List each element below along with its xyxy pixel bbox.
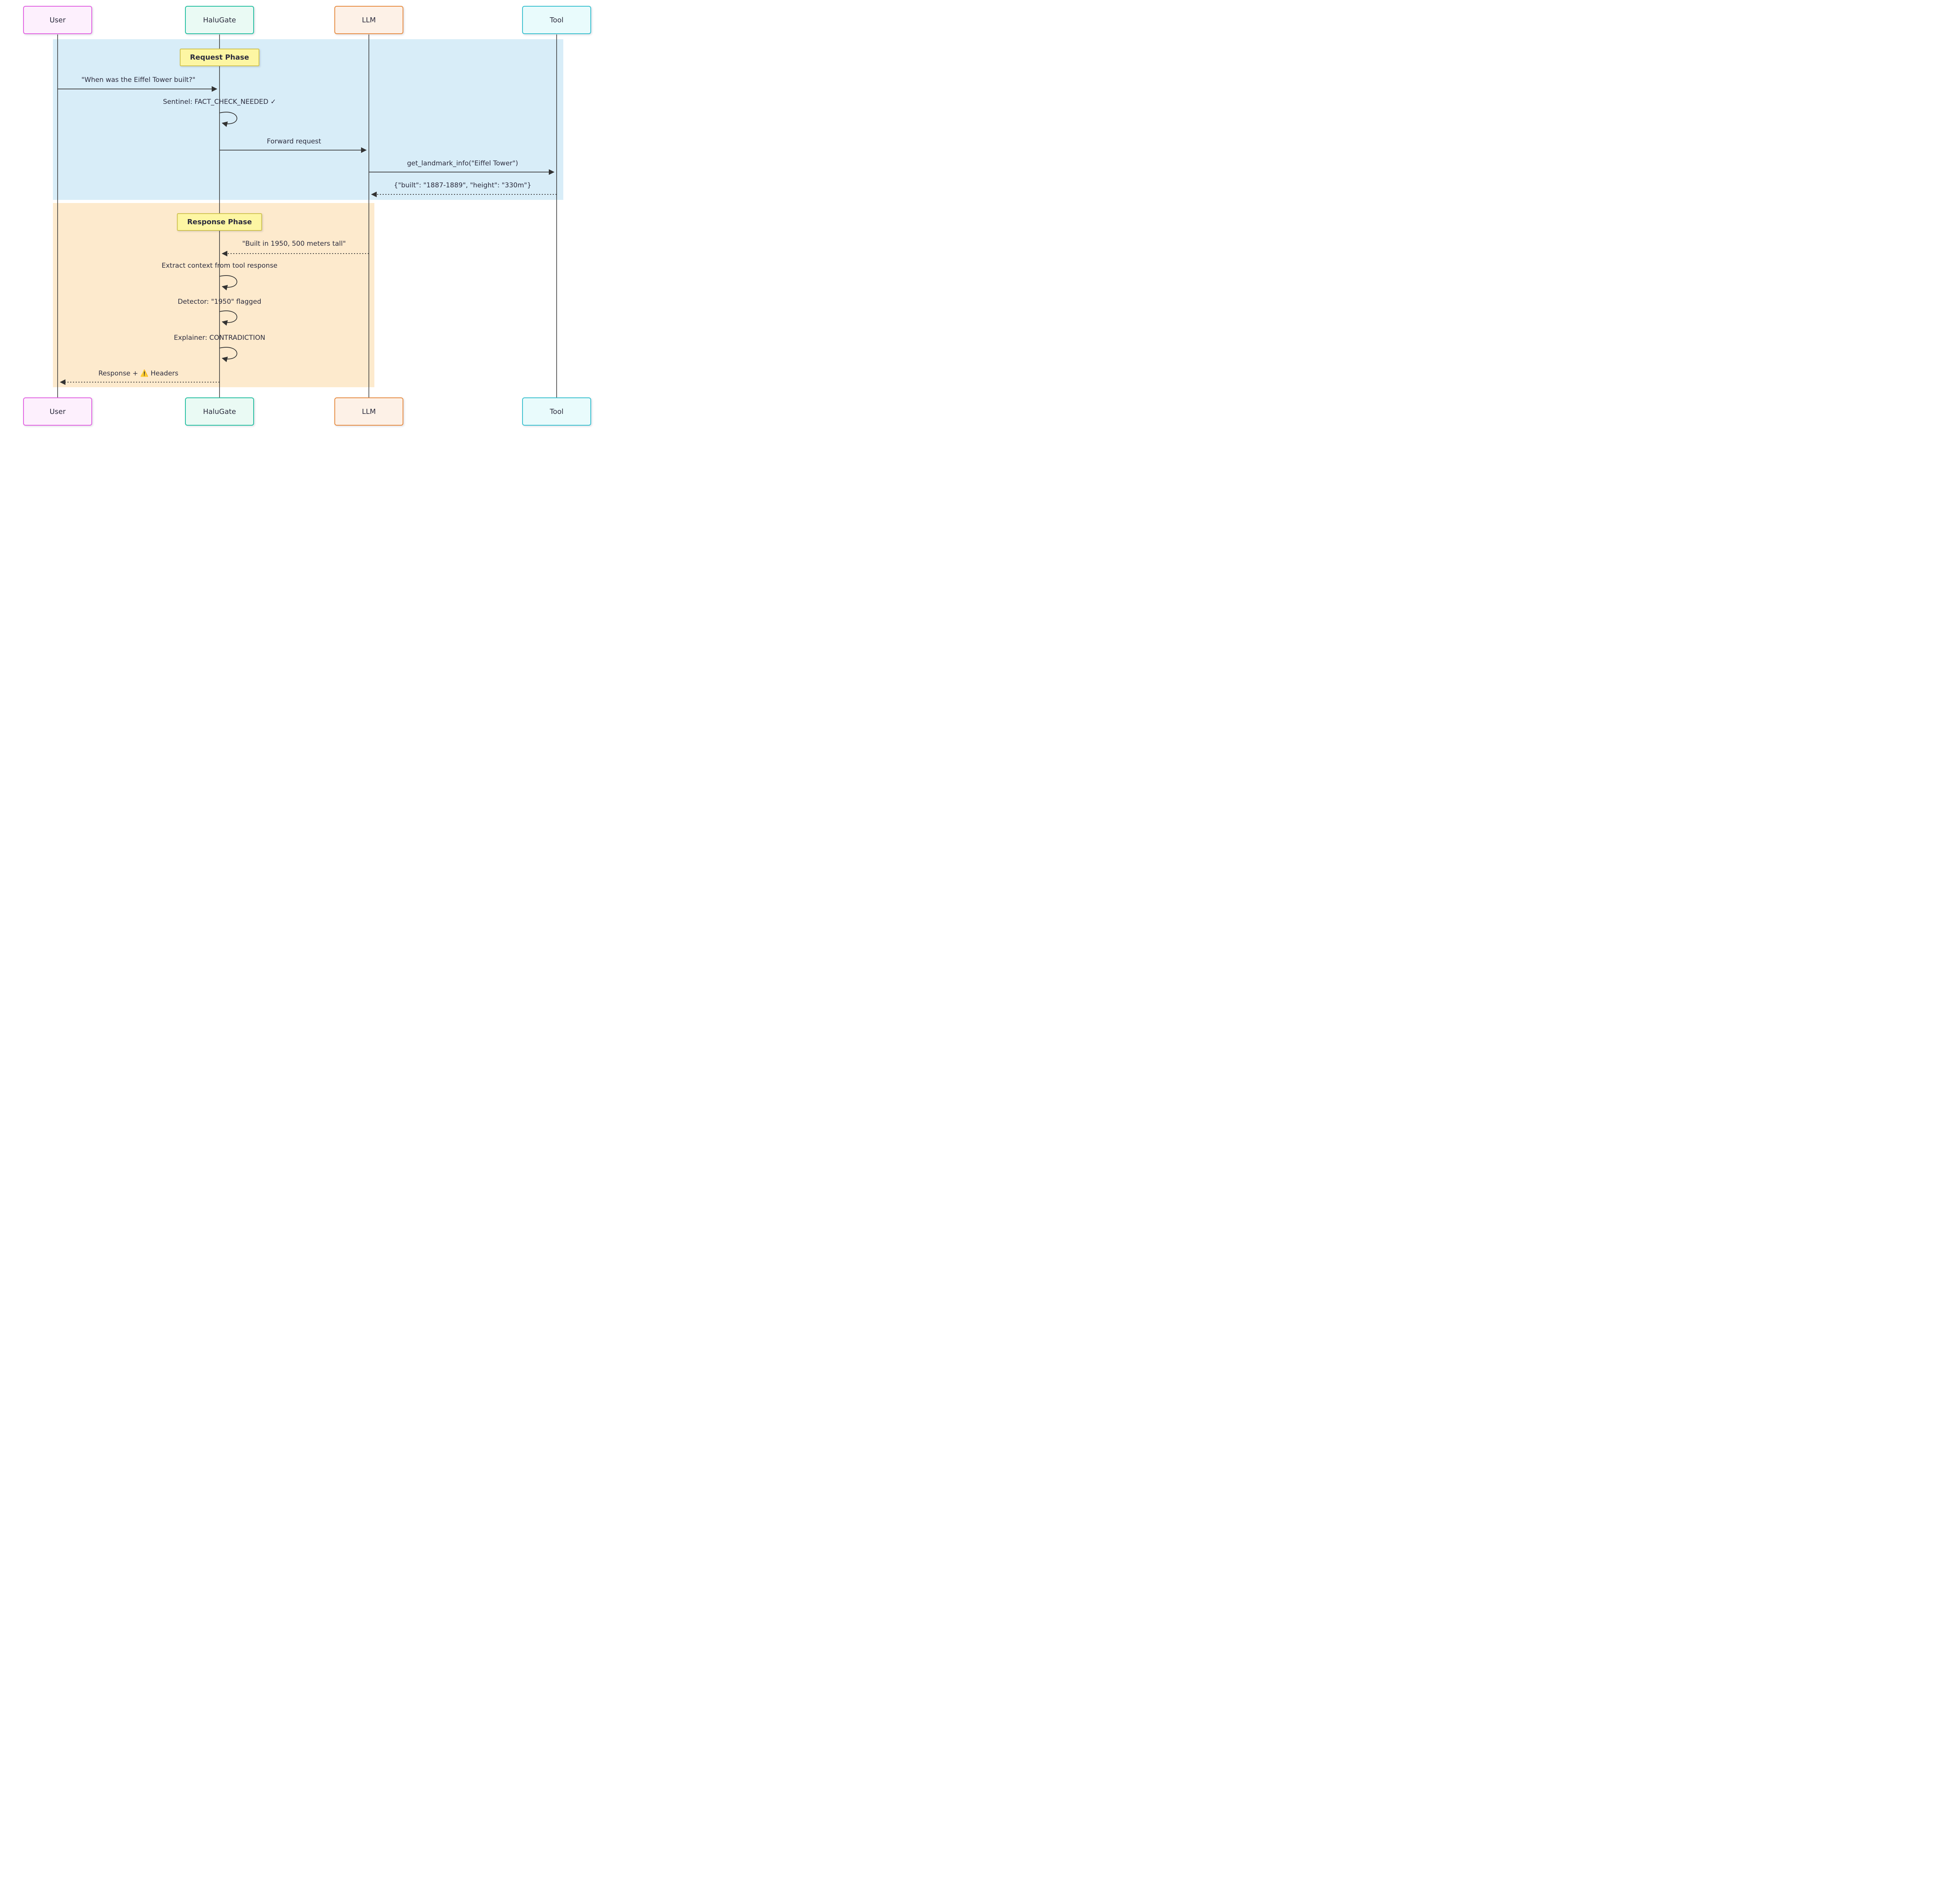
actor-llm-top: LLM [334,6,403,34]
actor-llm-bottom: LLM [334,397,403,426]
self-loop-detector [219,310,238,326]
actor-halugate-top: HaluGate [185,6,254,34]
phase-label-response: Response Phase [177,213,262,231]
sequence-diagram: Request Phase Response Phase "When was t… [0,0,604,438]
actor-halugate-bottom: HaluGate [185,397,254,426]
message-extract-context: Extract context from tool response [162,262,278,270]
self-loop-sentinel [219,112,238,127]
response-phase-region [53,203,374,387]
message-tool-call: get_landmark_info("Eiffel Tower") [407,160,518,167]
message-user-question: "When was the Eiffel Tower built?" [81,76,196,84]
message-llm-response: "Built in 1950, 500 meters tall" [242,240,346,248]
self-loop-extract-context [219,275,238,290]
message-sentinel-check: Sentinel: FACT_CHECK_NEEDED ✓ [163,98,276,106]
actor-tool-bottom: Tool [522,397,591,426]
actor-user-bottom: User [23,397,92,426]
diagram-lines-layer [57,34,557,397]
actor-tool-top: Tool [522,6,591,34]
message-explainer-verdict: Explainer: CONTRADICTION [174,334,265,342]
message-forward-request: Forward request [267,138,321,145]
message-tool-result: {"built": "1887-1889", "height": "330m"} [394,181,532,189]
phase-label-request: Request Phase [180,49,260,66]
actor-user-top: User [23,6,92,34]
message-final-response: Response + ⚠️ Headers [98,370,179,377]
self-loop-explainer [219,347,238,362]
message-detector-flag: Detector: "1950" flagged [178,298,261,306]
request-phase-region [53,39,563,200]
